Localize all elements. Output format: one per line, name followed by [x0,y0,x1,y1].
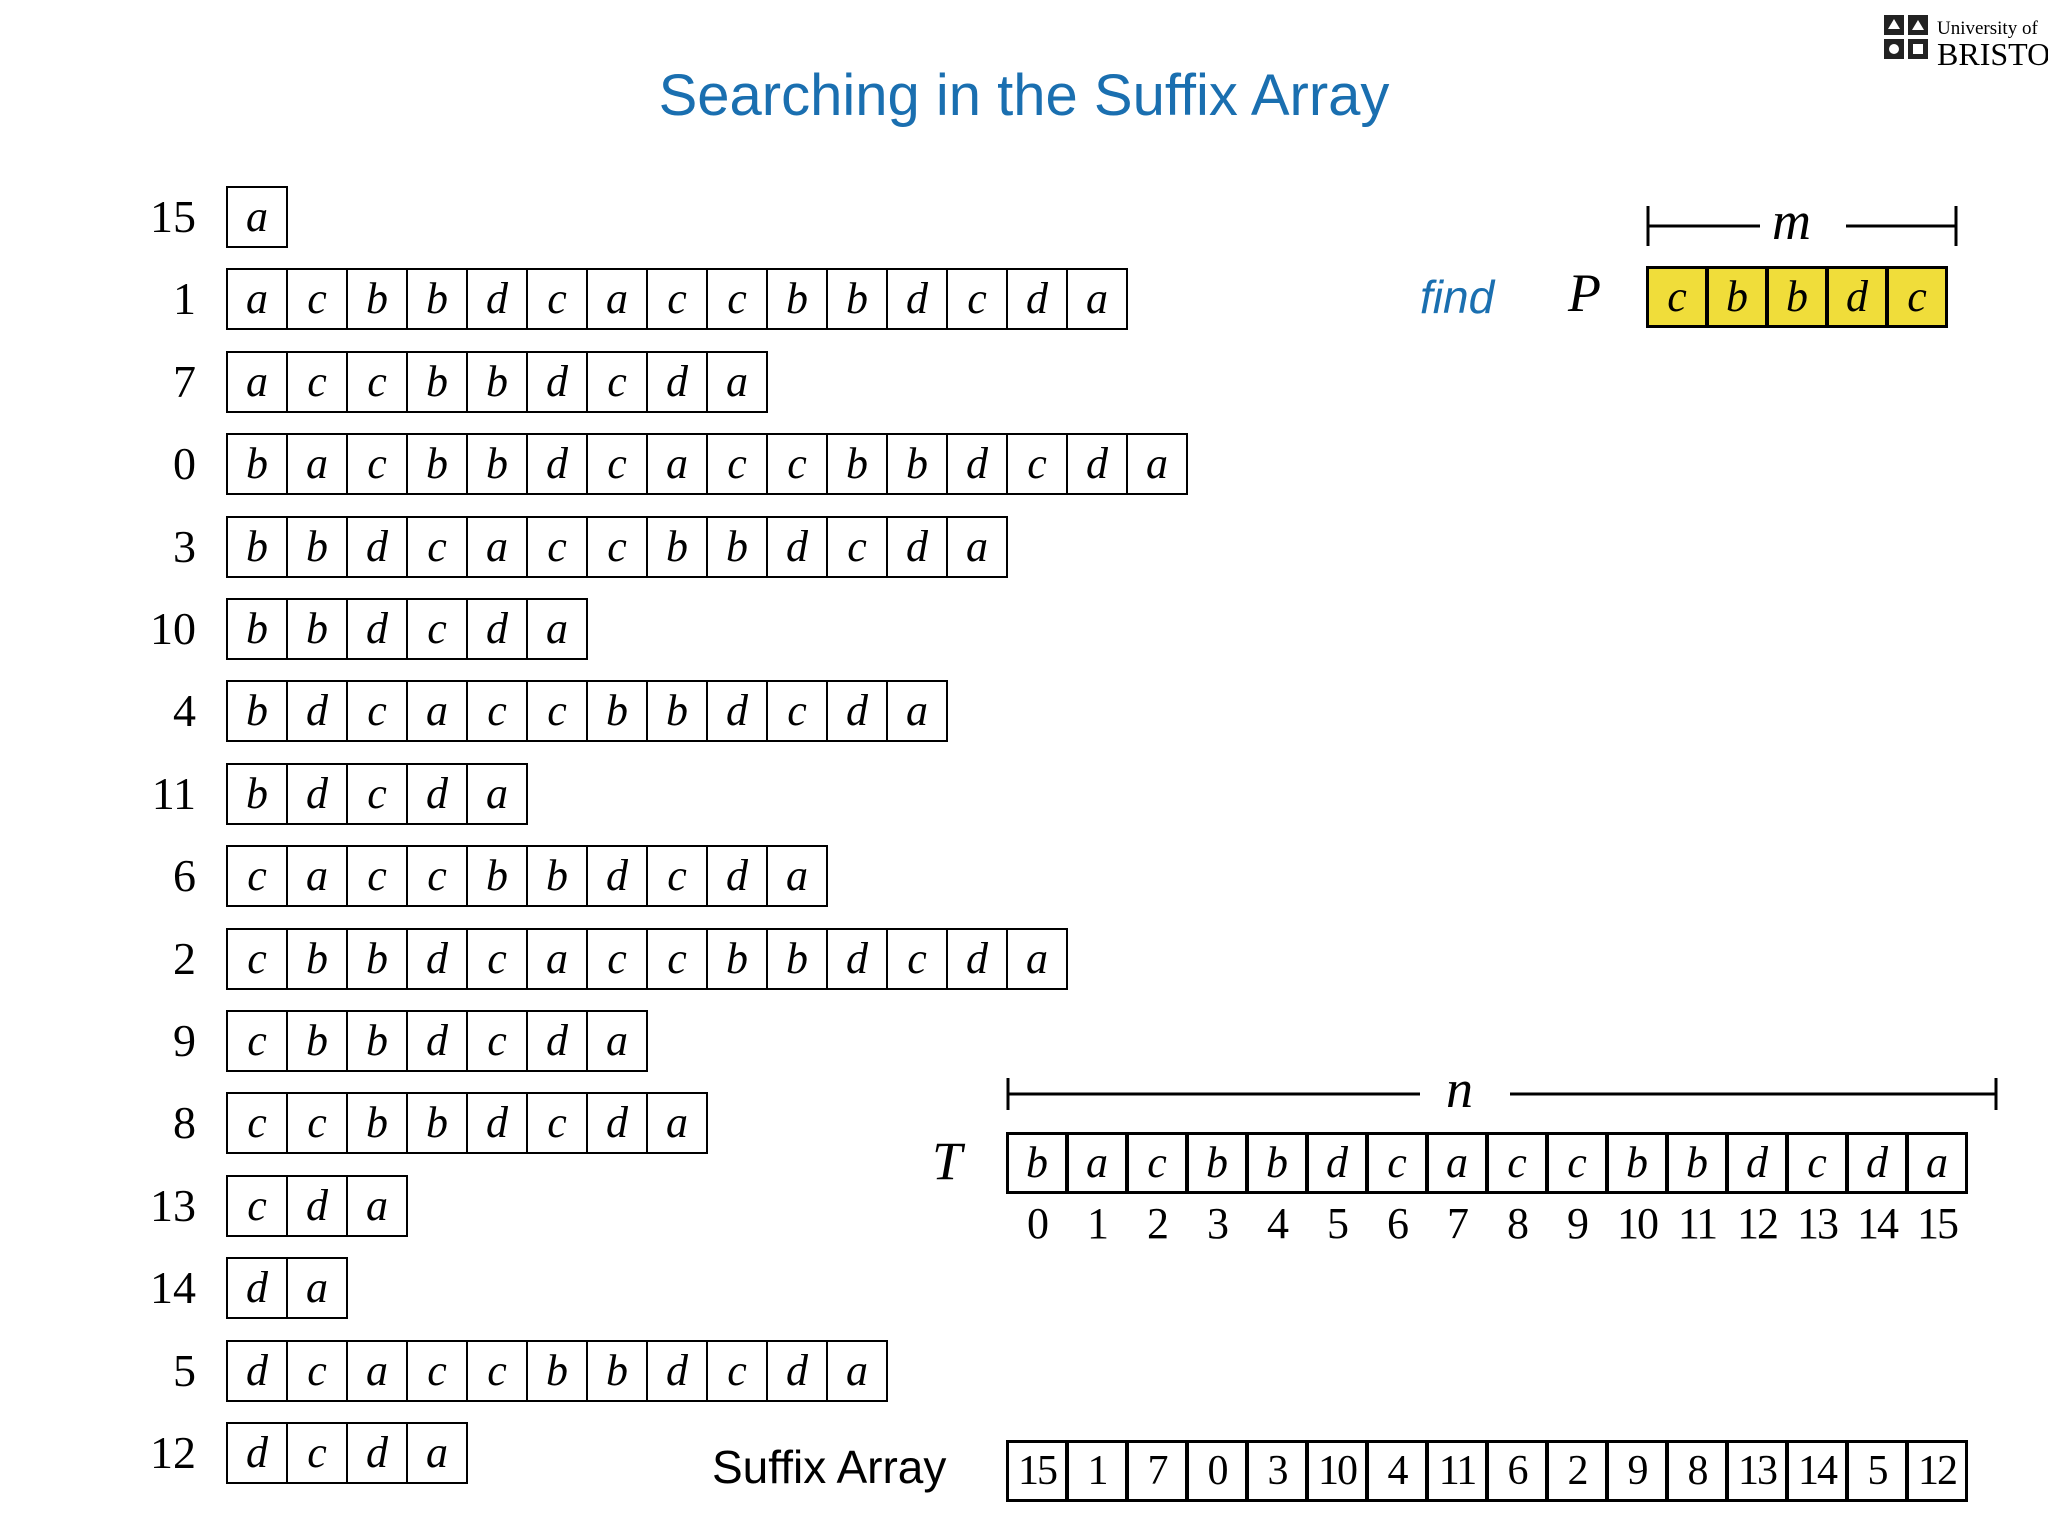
university-logo: University of BRISTOL [1883,14,2048,72]
text-position-label: 1 [1087,1199,1109,1248]
suffix-char-cell: a [1066,268,1128,330]
pattern-length-bracket [1646,206,1958,246]
suffix-char-cell: a [586,1010,648,1072]
suffix-char-cell: a [646,1092,708,1154]
suffix-start-index: 6 [173,850,196,901]
suffix-array-cell: 13 [1726,1440,1788,1502]
suffix-char-cell: a [766,845,828,907]
text-position-label: 13 [1797,1199,1839,1248]
university-crest-icon [1884,15,1928,59]
suffix-start-index: 0 [173,438,196,489]
logo-university-of: University of [1937,18,2038,39]
logo-bristol: BRISTOL [1937,36,2048,72]
text-position-label: 0 [1027,1199,1049,1248]
suffix-char-cell: a [706,351,768,413]
suffix-char-cell: a [346,1175,408,1237]
suffix-start-index: 15 [150,191,196,242]
text-position-label: 4 [1267,1199,1289,1248]
suffix-start-index: 11 [151,768,196,819]
text-symbol: T [932,1131,963,1191]
suffix-char-cell: a [886,680,948,742]
pattern-char-cell: d [1826,266,1888,328]
suffix-start-index: 12 [150,1427,196,1478]
text-position-label: 7 [1447,1199,1469,1248]
text-position-label: 11 [1677,1199,1718,1248]
suffix-start-index: 9 [173,1015,196,1066]
suffix-start-index: 1 [173,273,196,324]
text-position-label: 2 [1147,1199,1169,1248]
text-position-label: 3 [1207,1199,1229,1248]
pattern-length-symbol: m [1772,191,1811,251]
text-position-label: 10 [1617,1199,1659,1248]
suffix-start-index: 14 [150,1262,196,1313]
text-position-label: 14 [1857,1199,1899,1248]
suffix-char-cell: a [1006,928,1068,990]
find-label: find [1420,271,1495,323]
pattern-char-cell: c [1886,266,1948,328]
suffix-array-cell: 12 [1906,1440,1968,1502]
suffix-array-label: Suffix Array [712,1441,947,1493]
suffix-start-index: 8 [173,1097,196,1148]
text-position-label: 9 [1567,1199,1589,1248]
suffix-char-cell: a [286,1257,348,1319]
suffix-char-cell: a [406,1422,468,1484]
suffix-start-index: 3 [173,521,196,572]
suffix-char-cell: a [466,763,528,825]
suffix-start-index: 5 [173,1345,196,1396]
text-length-symbol: n [1446,1059,1473,1119]
suffix-start-index: 13 [150,1180,196,1231]
text-position-label: 6 [1387,1199,1409,1248]
text-char-cell: a [1906,1132,1968,1194]
text-position-label: 5 [1327,1199,1349,1248]
text-position-label: 15 [1917,1199,1959,1248]
suffix-char-cell: a [1126,433,1188,495]
suffix-row: a [226,186,288,248]
suffix-start-index: 4 [173,685,196,736]
pattern-symbol: P [1568,263,1601,323]
text-length-bracket [1006,1078,1998,1110]
text-position-label: 12 [1737,1199,1779,1248]
suffix-start-index: 2 [173,933,196,984]
suffix-char-cell: a [826,1340,888,1402]
suffix-start-index: 7 [173,356,196,407]
suffix-char-cell: a [526,598,588,660]
slide-title: Searching in the Suffix Array [658,63,1390,128]
text-position-label: 8 [1507,1199,1529,1248]
suffix-start-index: 10 [150,603,196,654]
suffix-char-cell: a [226,186,288,248]
suffix-char-cell: a [946,516,1008,578]
